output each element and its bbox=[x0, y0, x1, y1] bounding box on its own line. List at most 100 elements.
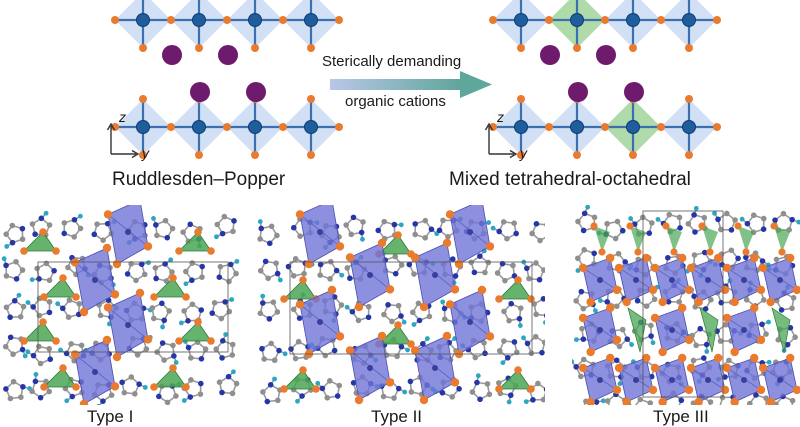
halide-atom bbox=[657, 123, 665, 131]
halide-atom bbox=[662, 222, 669, 229]
carbon-atom bbox=[778, 411, 784, 417]
bond bbox=[728, 407, 736, 413]
carbon-atom bbox=[442, 316, 448, 322]
tetrahedron bbox=[154, 368, 186, 387]
carbon-atom bbox=[356, 318, 362, 324]
metal-atom bbox=[515, 121, 528, 134]
carbon-atom bbox=[36, 344, 42, 350]
halide-atom bbox=[251, 44, 259, 52]
hydrogen-atom bbox=[272, 377, 277, 382]
halide-atom bbox=[420, 396, 428, 404]
halide-atom bbox=[730, 348, 738, 356]
hydrogen-atom bbox=[168, 257, 173, 262]
nitrogen-atom bbox=[635, 298, 641, 304]
carbon-atom bbox=[272, 357, 278, 363]
hydrogen-atom bbox=[656, 217, 661, 222]
halide-atom bbox=[386, 378, 394, 386]
nitrogen-atom bbox=[3, 263, 9, 269]
carbon-atom bbox=[181, 308, 187, 314]
carbon-atom bbox=[343, 222, 349, 228]
halide-atom bbox=[694, 398, 702, 406]
nitrogen-atom bbox=[267, 241, 273, 247]
halide-atom bbox=[613, 386, 621, 394]
nitrogen-atom bbox=[20, 384, 26, 390]
nitrogen-atom bbox=[347, 275, 353, 281]
nitrogen-atom bbox=[437, 228, 443, 234]
carbon-atom bbox=[4, 305, 10, 311]
carbon-atom bbox=[71, 234, 77, 240]
halide-atom bbox=[150, 383, 158, 391]
carbon-atom bbox=[789, 305, 795, 311]
nitrogen-atom bbox=[691, 294, 697, 300]
carbon-atom bbox=[213, 346, 219, 352]
nitrogen-atom bbox=[220, 338, 226, 344]
halide-atom bbox=[786, 254, 794, 262]
hydrogen-atom bbox=[360, 237, 365, 242]
carbon-atom bbox=[109, 392, 115, 398]
nitrogen-atom bbox=[258, 226, 264, 232]
carbon-atom bbox=[526, 276, 532, 282]
hydrogen-atom bbox=[229, 297, 234, 302]
carbon-atom bbox=[486, 260, 492, 266]
halide-atom bbox=[634, 248, 641, 255]
halide-atom bbox=[144, 335, 152, 343]
nitrogen-atom bbox=[646, 230, 652, 236]
carbon-atom bbox=[67, 297, 73, 303]
hydrogen-atom bbox=[402, 390, 407, 395]
nitrogen-atom bbox=[429, 226, 435, 232]
nitrogen-atom bbox=[100, 398, 106, 404]
carbon-atom bbox=[392, 254, 398, 260]
metal-atom bbox=[633, 377, 639, 383]
carbon-atom bbox=[327, 276, 333, 282]
nitrogen-atom bbox=[72, 217, 78, 223]
carbon-atom bbox=[189, 260, 195, 266]
halide-atom bbox=[182, 293, 190, 301]
nitrogen-atom bbox=[513, 231, 519, 237]
carbon-atom bbox=[647, 400, 653, 406]
carbon-atom bbox=[21, 304, 27, 310]
carbon-atom bbox=[686, 221, 692, 227]
metal-atom bbox=[125, 229, 131, 235]
carbon-atom bbox=[163, 218, 169, 224]
nitrogen-atom bbox=[631, 405, 637, 411]
organic-cation bbox=[568, 82, 588, 102]
nitrogen-atom bbox=[31, 353, 37, 359]
carbon-atom bbox=[79, 343, 85, 349]
halide-atom bbox=[517, 44, 525, 52]
halide-atom bbox=[169, 274, 177, 282]
halide-atom bbox=[590, 222, 597, 229]
halide-atom bbox=[687, 364, 695, 372]
hydrogen-atom bbox=[440, 299, 445, 304]
halide-atom bbox=[136, 289, 144, 297]
metal-atom bbox=[467, 319, 473, 325]
hydrogen-atom bbox=[486, 220, 491, 225]
carbon-atom bbox=[637, 414, 643, 419]
carbon-atom bbox=[396, 303, 402, 309]
carbon-atom bbox=[579, 326, 585, 332]
halide-atom bbox=[39, 318, 47, 326]
bond bbox=[776, 404, 781, 413]
carbon-atom bbox=[324, 395, 330, 401]
carbon-atom bbox=[702, 215, 708, 221]
carbon-atom bbox=[482, 270, 488, 276]
nitrogen-atom bbox=[189, 277, 195, 283]
carbon-atom bbox=[449, 394, 455, 400]
hydrogen-atom bbox=[412, 322, 417, 327]
bond bbox=[549, 235, 552, 241]
nitrogen-atom bbox=[704, 342, 710, 348]
hydrogen-atom bbox=[160, 325, 165, 330]
nitrogen-atom bbox=[581, 336, 587, 342]
carbon-atom bbox=[614, 303, 620, 309]
hydrogen-atom bbox=[345, 305, 350, 310]
nitrogen-atom bbox=[351, 215, 357, 221]
halide-atom bbox=[136, 196, 144, 204]
nitrogen-atom bbox=[582, 211, 588, 217]
nitrogen-atom bbox=[359, 230, 365, 236]
carbon-atom bbox=[339, 302, 345, 308]
carbon-atom bbox=[581, 306, 587, 312]
carbon-atom bbox=[38, 361, 44, 367]
carbon-atom bbox=[9, 223, 15, 229]
halide-atom bbox=[280, 295, 288, 303]
halide-atom bbox=[103, 336, 111, 344]
metal-atom bbox=[515, 14, 528, 27]
